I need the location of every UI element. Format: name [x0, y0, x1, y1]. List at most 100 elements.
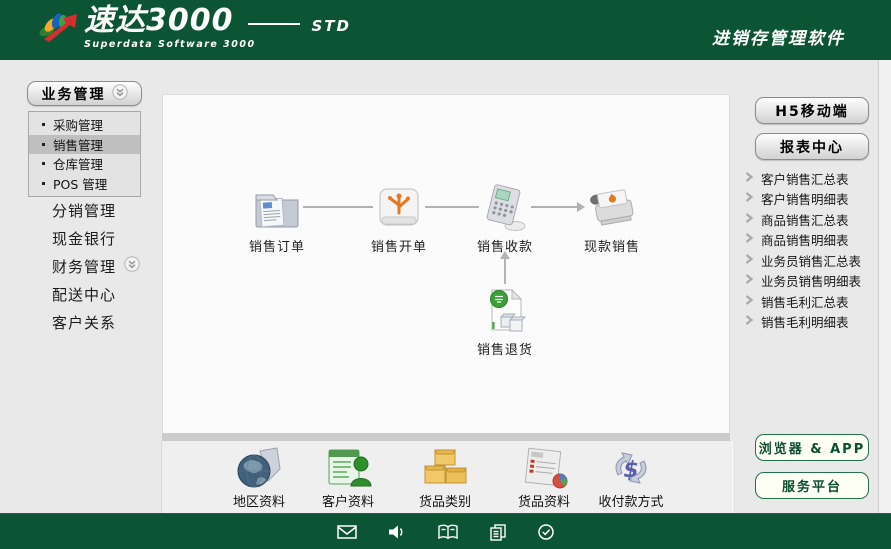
right-edge-strip — [878, 60, 891, 513]
speaker-icon[interactable] — [386, 523, 408, 541]
report-item-label: 业务员销售明细表 — [761, 274, 862, 290]
basic-item-payment-method[interactable]: $ 收付款方式 — [583, 445, 679, 510]
basic-item-goods-data[interactable]: 货品资料 — [496, 445, 592, 510]
goods-info-report-icon — [496, 445, 592, 490]
sales-return-document-icon — [457, 284, 553, 336]
bullet-square-icon — [42, 123, 45, 127]
panel-divider — [162, 433, 730, 441]
logo-fan-arrow-icon — [36, 5, 82, 51]
flow-step-label: 销售开单 — [370, 240, 427, 255]
sidebar-item-label: 客户关系 — [52, 313, 117, 332]
report-item-salesman-sales-detail[interactable]: 业务员销售明细表 — [744, 271, 861, 292]
basic-item-label: 货品类别 — [418, 495, 471, 510]
chevron-right-icon — [744, 212, 754, 227]
report-center-button-label: 报表中心 — [780, 139, 844, 156]
app-logo: 速达3000 STD Superdata Software 3000 — [36, 5, 351, 51]
flow-step-label: 销售订单 — [248, 240, 305, 255]
bullet-square-icon — [42, 181, 45, 185]
submenu-label: 销售管理 — [53, 137, 104, 153]
bullet-square-icon — [42, 162, 45, 166]
report-item-salesman-sales-summary[interactable]: 业务员销售汇总表 — [744, 250, 861, 271]
sidebar-item-purchase-management[interactable]: 采购管理 — [29, 115, 140, 135]
sidebar-item-pos-management[interactable]: POS 管理 — [29, 174, 140, 194]
sidebar-section-list: 分销管理 现金银行 财务管理 配送中心 客户关系 — [52, 202, 140, 342]
h5-mobile-button-label: H5移动端 — [775, 103, 849, 120]
sidebar-item-warehouse-management[interactable]: 仓库管理 — [29, 154, 140, 174]
report-item-label: 商品销售明细表 — [761, 233, 849, 249]
basic-data-toolbar: 地区资料 客户资料 — [161, 441, 733, 513]
footer-bar — [0, 513, 891, 549]
basic-item-goods-category[interactable]: 货品类别 — [397, 445, 493, 510]
app-title: 速达3000 — [84, 3, 234, 38]
app-edition: STD — [311, 17, 351, 35]
mail-icon[interactable] — [336, 523, 358, 541]
task-check-icon[interactable] — [536, 523, 556, 541]
flow-step-sales-receipt[interactable]: 销售收款 — [457, 181, 553, 255]
report-item-gross-profit-summary[interactable]: 销售毛利汇总表 — [744, 291, 861, 312]
sidebar-item-label: 配送中心 — [52, 285, 117, 304]
sidebar-item-distribution-management[interactable]: 分销管理 — [52, 201, 140, 220]
report-item-label: 销售毛利明细表 — [761, 315, 849, 331]
sidebar-item-label: 分销管理 — [52, 201, 117, 220]
sidebar-item-delivery-center[interactable]: 配送中心 — [52, 285, 140, 304]
svg-text:$: $ — [623, 458, 638, 483]
sidebar-item-label: 财务管理 — [52, 257, 117, 276]
menu-button-label: 业务管理 — [41, 86, 106, 103]
cash-sale-pos-icon — [564, 181, 660, 233]
flow-step-cash-sale[interactable]: 现款销售 — [564, 181, 660, 255]
expand-double-chevron-icon[interactable] — [124, 256, 140, 276]
flow-step-label: 销售退货 — [476, 343, 533, 358]
flow-step-sales-billing[interactable]: 销售开单 — [351, 181, 447, 255]
chevron-right-icon — [744, 294, 754, 309]
flow-arrowhead-right-icon — [577, 202, 585, 212]
sidebar-item-customer-relations[interactable]: 客户关系 — [52, 313, 140, 332]
flow-step-label: 现款销售 — [583, 240, 640, 255]
basic-item-region-data[interactable]: 地区资料 — [211, 445, 307, 510]
sidebar-item-cash-bank[interactable]: 现金银行 — [52, 229, 140, 248]
report-center-button[interactable]: 报表中心 — [755, 133, 869, 160]
basic-item-label: 客户资料 — [321, 495, 374, 510]
service-platform-button[interactable]: 服务平台 — [755, 472, 869, 499]
report-item-product-sales-summary[interactable]: 商品销售汇总表 — [744, 209, 861, 230]
sidebar-item-finance-management[interactable]: 财务管理 — [52, 256, 140, 276]
submenu-label: POS 管理 — [53, 176, 108, 192]
flow-connector — [531, 206, 577, 208]
bullet-square-icon — [42, 142, 45, 146]
logo-dash — [247, 23, 300, 25]
report-item-product-sales-detail[interactable]: 商品销售明细表 — [744, 230, 861, 251]
h5-mobile-button[interactable]: H5移动端 — [755, 97, 869, 124]
flow-step-label: 销售收款 — [476, 240, 533, 255]
report-item-gross-profit-detail[interactable]: 销售毛利明细表 — [744, 312, 861, 333]
chevron-right-icon — [744, 171, 754, 186]
header-bar: 速达3000 STD Superdata Software 3000 进销存管理… — [0, 0, 891, 60]
help-book-icon[interactable] — [436, 523, 460, 541]
basic-item-label: 收付款方式 — [598, 495, 664, 510]
app-tagline: 进销存管理软件 — [712, 29, 845, 49]
report-item-customer-sales-summary[interactable]: 客户销售汇总表 — [744, 168, 861, 189]
flow-step-sales-order[interactable]: 销售订单 — [229, 181, 325, 255]
flow-connector — [425, 206, 479, 208]
chevron-right-icon — [744, 191, 754, 206]
sidebar-item-label: 现金银行 — [52, 229, 117, 248]
copy-documents-icon[interactable] — [488, 523, 508, 541]
report-item-label: 客户销售明细表 — [761, 192, 849, 208]
flow-step-sales-return[interactable]: 销售退货 — [457, 284, 553, 358]
collapse-double-chevron-icon — [111, 83, 128, 104]
flow-connector-vertical — [504, 259, 506, 284]
basic-item-customer-data[interactable]: 客户资料 — [300, 445, 396, 510]
sales-order-folder-icon — [229, 181, 325, 233]
submenu-label: 采购管理 — [53, 118, 104, 134]
service-platform-button-label: 服务平台 — [781, 480, 842, 495]
report-item-label: 客户销售汇总表 — [761, 171, 849, 187]
browser-app-button[interactable]: 浏览器 & APP — [755, 434, 869, 461]
business-submenu: 采购管理 销售管理 仓库管理 POS 管理 — [28, 111, 141, 197]
flow-arrowhead-up-icon — [500, 251, 510, 259]
business-management-menu-button[interactable]: 业务管理 — [27, 81, 142, 106]
report-item-label: 商品销售汇总表 — [761, 212, 849, 228]
chevron-right-icon — [744, 273, 754, 288]
sidebar-item-sales-management[interactable]: 销售管理 — [29, 134, 140, 154]
goods-category-boxes-icon — [397, 445, 493, 490]
report-list: 客户销售汇总表 客户销售明细表 商品销售汇总表 商品销售明细表 业务员销售汇总表… — [744, 168, 861, 332]
report-item-customer-sales-detail[interactable]: 客户销售明细表 — [744, 189, 861, 210]
